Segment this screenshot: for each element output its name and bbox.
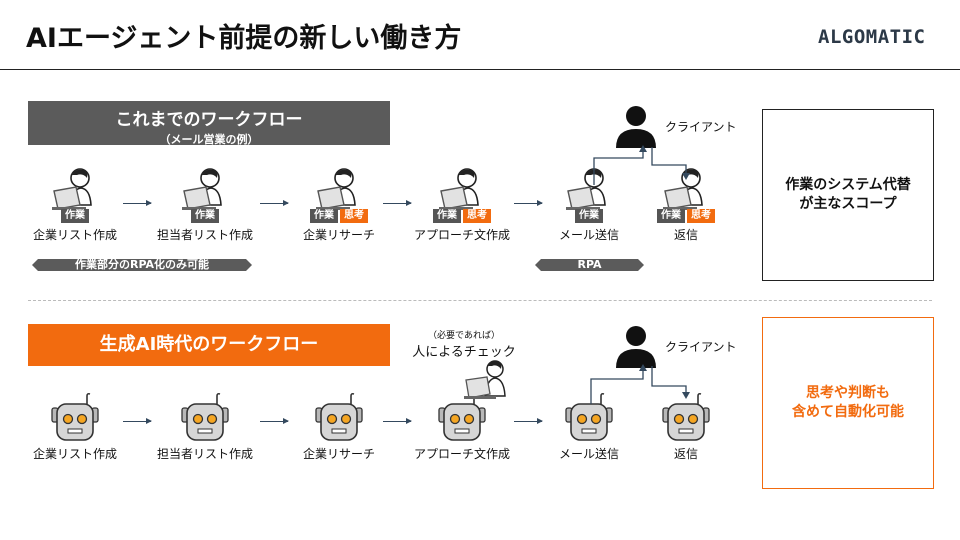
person-at-laptop-icon (439, 168, 479, 210)
work-tag: 作業 (575, 209, 603, 223)
think-tag: 思考 (340, 209, 368, 223)
step-label: 企業リサーチ (302, 228, 375, 242)
flow-arrow (260, 418, 289, 424)
step-label: 企業リサーチ (302, 447, 375, 461)
work-tag: 作業 (657, 209, 685, 223)
step-label: アプローチ文作成 (413, 228, 510, 242)
work-tag: 作業 (61, 209, 89, 223)
scope-line: 含めて自動化可能 (792, 404, 904, 420)
step-label: 担当者リスト作成 (156, 228, 253, 242)
rpa-scope-range: 作業部分のRPA化のみ可能 (32, 259, 252, 271)
new-step-contact-list: 担当者リスト作成 (145, 392, 265, 462)
new-step-reply: 返信 (626, 392, 746, 462)
step-label: 企業リスト作成 (32, 228, 117, 242)
step-tags: 作業 思考 (279, 209, 399, 223)
flow-arrow (123, 418, 152, 424)
brand-logo: ALGOMATIC (818, 26, 926, 48)
reviewer-at-laptop-icon (464, 360, 506, 399)
work-tag: 作業 (191, 209, 219, 223)
work-tag: 作業 (310, 209, 338, 223)
old-step-send-email: 作業 メール送信 (529, 165, 649, 243)
flow-arrow (383, 418, 412, 424)
client-label: クライアント (665, 120, 737, 134)
client-exchange-arrows (590, 364, 690, 404)
person-at-laptop-icon (566, 168, 606, 210)
new-step-approach-text: アプローチ文作成 (402, 392, 522, 462)
step-label: 返信 (673, 228, 698, 242)
new-scope-box: 思考や判断も 含めて自動化可能 (762, 317, 934, 489)
old-step-company-list: 作業 企業リスト作成 (15, 165, 135, 243)
step-label: メール送信 (558, 447, 619, 461)
new-step-company-research: 企業リサーチ (279, 392, 399, 462)
old-step-approach-text: 作業 思考 アプローチ文作成 (402, 165, 522, 243)
scope-line: 思考や判断も (806, 385, 890, 401)
new-step-company-list: 企業リスト作成 (15, 392, 135, 462)
old-workflow-title: これまでのワークフロー (115, 110, 303, 130)
header-divider (0, 69, 960, 70)
step-label: アプローチ文作成 (413, 447, 510, 461)
person-at-laptop-icon (182, 168, 222, 210)
step-label: 担当者リスト作成 (156, 447, 253, 461)
rpa-range: RPA (535, 259, 644, 271)
robot-icon (51, 392, 99, 441)
robot-icon (315, 392, 363, 441)
old-workflow-banner: これまでのワークフロー （メール営業の例） (28, 101, 390, 146)
step-tags: 作業 (145, 209, 265, 223)
step-label: 返信 (673, 447, 698, 461)
old-step-contact-list: 作業 担当者リスト作成 (145, 165, 265, 243)
scope-line: が主なスコープ (799, 196, 897, 212)
check-note-text: 人によるチェック (412, 345, 516, 360)
human-check-note: （必要であれば） 人によるチェック (403, 328, 525, 360)
robot-icon (181, 392, 229, 441)
step-tags: 作業 思考 (402, 209, 522, 223)
work-tag: 作業 (433, 209, 461, 223)
person-at-laptop-icon (52, 168, 92, 210)
client-exchange-arrows (593, 145, 690, 185)
check-note-condition: （必要であれば） (428, 331, 500, 341)
new-step-send-email: メール送信 (529, 392, 649, 462)
section-divider (28, 300, 932, 301)
old-step-company-research: 作業 思考 企業リサーチ (279, 165, 399, 243)
flow-arrow (514, 200, 543, 206)
think-tag: 思考 (687, 209, 715, 223)
flow-arrow (383, 200, 412, 206)
new-workflow-banner: 生成AI時代のワークフロー (28, 324, 390, 366)
old-step-reply: 作業 思考 返信 (626, 165, 746, 243)
step-tags: 作業 (529, 209, 649, 223)
old-scope-box: 作業のシステム代替 が主なスコープ (762, 109, 934, 281)
client-label: クライアント (665, 340, 737, 354)
robot-icon (438, 392, 486, 441)
step-tags: 作業 (15, 209, 135, 223)
flow-arrow (514, 418, 543, 424)
person-at-laptop-icon (316, 168, 356, 210)
step-label: 企業リスト作成 (32, 447, 117, 461)
robot-icon (662, 392, 710, 441)
step-label: メール送信 (558, 228, 619, 242)
page-title: AIエージェント前提の新しい働き方 (26, 23, 462, 54)
step-tags: 作業 思考 (626, 209, 746, 223)
flow-arrow (123, 200, 152, 206)
old-workflow-subtitle: （メール営業の例） (159, 133, 259, 146)
robot-icon (565, 392, 613, 441)
scope-line: 作業のシステム代替 (785, 177, 911, 193)
flow-arrow (260, 200, 289, 206)
client-person-icon (616, 326, 656, 368)
think-tag: 思考 (463, 209, 491, 223)
client-person-icon (616, 106, 656, 148)
person-at-laptop-icon (663, 168, 703, 210)
